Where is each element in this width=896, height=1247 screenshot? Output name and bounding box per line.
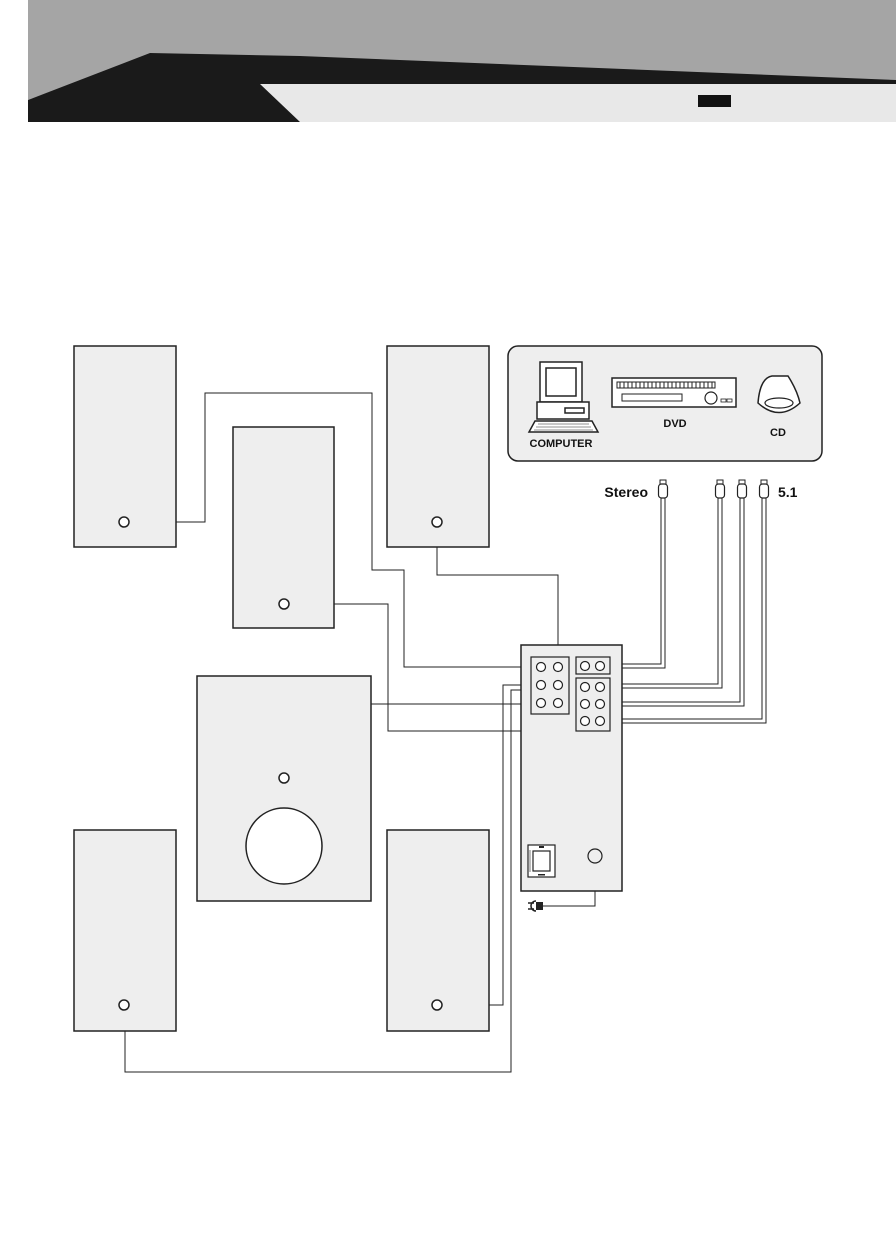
cable-stereo-2 bbox=[605, 500, 665, 668]
subwoofer bbox=[197, 676, 371, 901]
cable-51-6 bbox=[605, 500, 766, 723]
input-jack bbox=[596, 700, 605, 709]
dvd-label: DVD bbox=[663, 418, 686, 430]
cd-label: CD bbox=[770, 427, 786, 439]
speaker-center bbox=[233, 427, 334, 628]
speaker-jack bbox=[279, 773, 289, 783]
input-jack bbox=[581, 683, 590, 692]
output-jack bbox=[537, 663, 546, 672]
power-plug-icon bbox=[528, 901, 543, 911]
surround-51-label: 5.1 bbox=[778, 484, 798, 500]
rca-plug-icon bbox=[760, 480, 769, 502]
speaker-jack bbox=[119, 1000, 129, 1010]
cable-51-4 bbox=[605, 500, 744, 706]
speaker-front-right bbox=[387, 346, 489, 547]
dvd-player-icon bbox=[612, 378, 736, 407]
woofer-cone bbox=[246, 808, 322, 884]
cable-stereo-1 bbox=[605, 500, 661, 664]
speaker-jack bbox=[432, 1000, 442, 1010]
cable-51-5 bbox=[605, 500, 762, 719]
input-jack bbox=[596, 717, 605, 726]
output-jack bbox=[537, 699, 546, 708]
page-header-banner bbox=[28, 0, 896, 122]
speaker-jack bbox=[119, 517, 129, 527]
cable-51-3 bbox=[605, 500, 740, 702]
computer-label: COMPUTER bbox=[530, 438, 593, 450]
input-jack bbox=[596, 662, 605, 671]
speaker-jack bbox=[432, 517, 442, 527]
speaker-rear-right bbox=[387, 830, 489, 1031]
input-jack bbox=[581, 700, 590, 709]
power-switch-icon bbox=[528, 845, 555, 877]
input-jack bbox=[581, 717, 590, 726]
sources-panel: COMPUTER DVD CD bbox=[508, 346, 822, 461]
output-jack bbox=[537, 681, 546, 690]
source-cables bbox=[605, 500, 766, 723]
rca-plug-icon bbox=[716, 480, 725, 502]
stereo-label: Stereo bbox=[604, 484, 648, 500]
power-socket bbox=[588, 849, 602, 863]
input-jack bbox=[581, 662, 590, 671]
header-tab-marker bbox=[698, 95, 731, 107]
rca-plug-icon bbox=[738, 480, 747, 502]
amplifier-rear-panel bbox=[521, 645, 622, 891]
input-jack bbox=[596, 683, 605, 692]
output-jack bbox=[554, 663, 563, 672]
speaker-rear-left bbox=[74, 830, 176, 1031]
rca-plug-icon bbox=[659, 480, 668, 502]
speaker-front-left bbox=[74, 346, 176, 547]
speaker-jack bbox=[279, 599, 289, 609]
output-jack bbox=[554, 681, 563, 690]
output-jack bbox=[554, 699, 563, 708]
